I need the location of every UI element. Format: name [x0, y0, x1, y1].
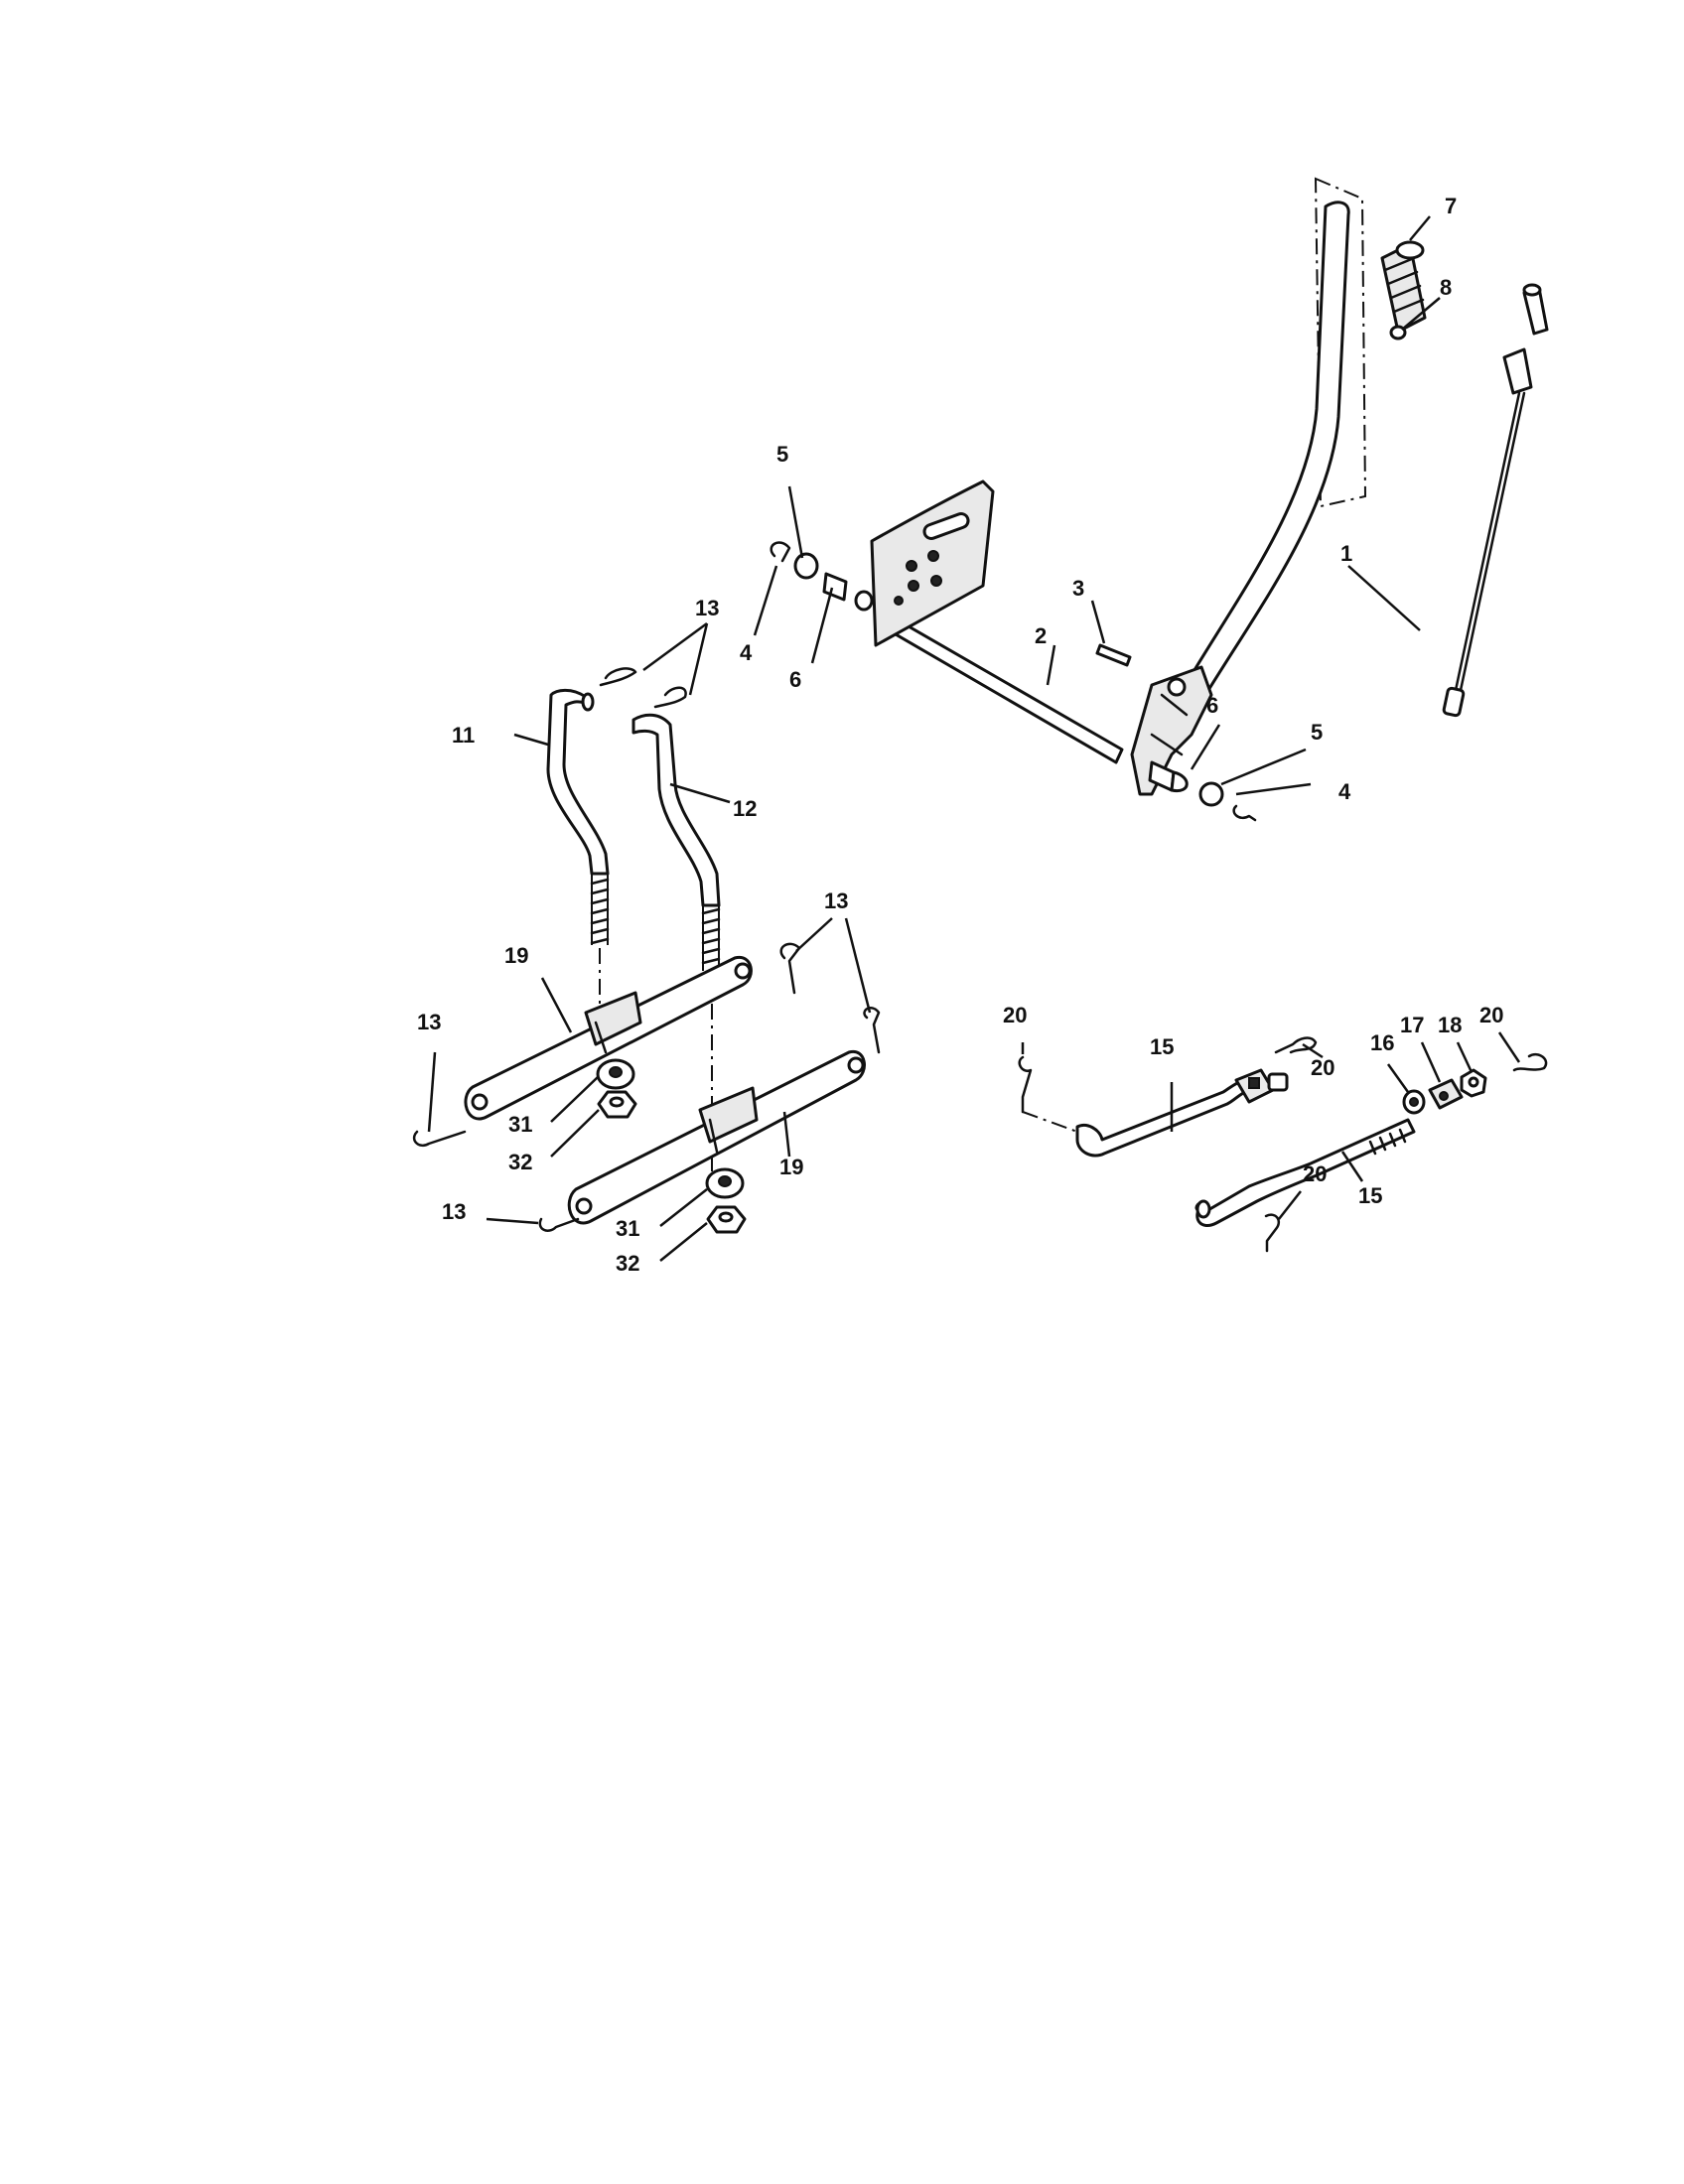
lift-shaft: [882, 614, 1124, 764]
callout-6-right: 6: [1206, 693, 1218, 718]
callout-6-left: 6: [789, 667, 801, 692]
callout-2: 2: [1035, 623, 1047, 648]
adjust-rod-15-lower: [1194, 1118, 1416, 1227]
callout-4-left: 4: [740, 640, 753, 665]
bracket-hole: [1167, 677, 1187, 697]
callout-18: 18: [1438, 1013, 1462, 1037]
callout-32-upper: 32: [508, 1150, 532, 1174]
callout-20-bottom: 20: [1303, 1161, 1327, 1186]
grip-knob-8: [1389, 325, 1407, 341]
callout-13-left: 13: [417, 1010, 441, 1034]
bushing-6-left: [822, 572, 848, 602]
hairpin-20-left: [1018, 1055, 1033, 1114]
callout-4-right: 4: [1338, 779, 1351, 804]
leader-lines: [427, 215, 1521, 1262]
hairpin-20-right: [1512, 1052, 1548, 1072]
hairpin-clip-4-right: [1232, 804, 1257, 822]
callout-16: 16: [1370, 1030, 1394, 1055]
hairpin-13-upper-b: [653, 686, 687, 709]
callout-15-lower: 15: [1358, 1183, 1382, 1208]
callout-7: 7: [1445, 194, 1457, 218]
centerline-rod: [1022, 1111, 1078, 1133]
adjust-rod-15-upper: [1075, 1068, 1289, 1158]
handle-grip-7: [1380, 240, 1427, 334]
hairpin-clip-4-left: [770, 541, 791, 563]
lift-link-11: [546, 688, 610, 945]
callout-19-lower: 19: [779, 1155, 803, 1179]
trunnion-17: [1428, 1078, 1464, 1110]
hairpin-20-top: [1274, 1036, 1318, 1054]
hairpin-13-left: [412, 1130, 467, 1148]
callout-17: 17: [1400, 1013, 1424, 1037]
lift-arm-19-upper: [464, 955, 753, 1121]
nut-32-upper: [597, 1090, 637, 1119]
callout-20-right: 20: [1479, 1003, 1503, 1027]
cable-1: [1442, 283, 1549, 718]
callout-31-lower: 31: [616, 1216, 639, 1241]
callout-31-upper: 31: [508, 1112, 532, 1137]
lift-arm-19-lower: [567, 1049, 866, 1225]
hairpin-13-upper-a: [599, 667, 637, 687]
nut-32-lower: [706, 1205, 747, 1234]
callout-labels: 1 2 3 4 4 5 5 6 6 7 8 11 12 13 13 13 13 …: [417, 194, 1503, 1276]
washer-16: [1402, 1089, 1426, 1115]
callout-20-left: 20: [1003, 1003, 1027, 1027]
washer-5-left: [793, 552, 819, 580]
mounting-plate: [870, 479, 995, 647]
washer-31-upper: [596, 1058, 635, 1090]
nut-18: [1460, 1068, 1487, 1098]
callout-12: 12: [733, 796, 757, 821]
callout-5-left: 5: [776, 442, 788, 467]
callout-11: 11: [452, 723, 475, 748]
callout-13-bottom: 13: [442, 1199, 466, 1224]
callout-1: 1: [1340, 541, 1352, 566]
callout-3: 3: [1072, 576, 1084, 601]
callout-5-right: 5: [1311, 720, 1323, 745]
hairpin-20-bottom: [1264, 1213, 1281, 1253]
washer-31-lower: [705, 1167, 745, 1199]
roll-pin-3: [1095, 643, 1132, 667]
lift-handle-assembly: [770, 177, 1549, 822]
bushing-6-right-flange: [1170, 770, 1189, 793]
callout-13-right: 13: [824, 888, 848, 913]
callout-19-upper: 19: [504, 943, 528, 968]
lift-link-12: [632, 713, 721, 971]
washer-5-right: [1198, 781, 1224, 807]
lift-lever-handle: [1178, 201, 1350, 707]
callout-15-upper: 15: [1150, 1034, 1174, 1059]
hairpin-13-bottom: [538, 1217, 580, 1232]
callout-13-upper: 13: [695, 596, 719, 620]
callout-20-top: 20: [1311, 1055, 1334, 1080]
hairpin-13-right-b: [863, 1007, 881, 1054]
callout-32-lower: 32: [616, 1251, 639, 1276]
callout-8: 8: [1440, 275, 1452, 300]
